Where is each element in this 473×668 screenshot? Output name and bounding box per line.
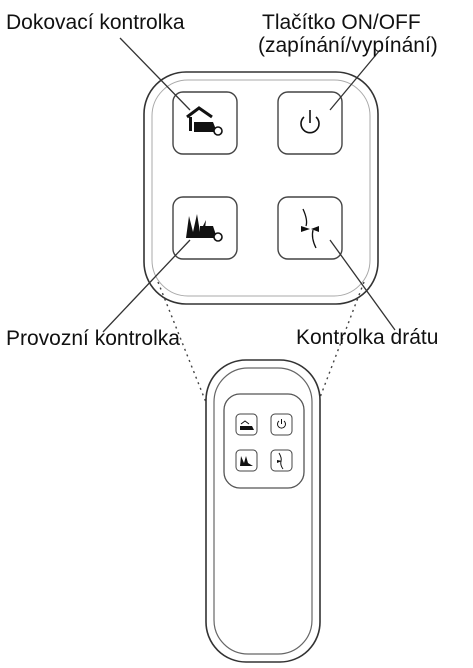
power-button-sublabel: (zapínání/vypínání) xyxy=(258,34,438,57)
mower-house-icon xyxy=(186,106,223,136)
operation-light-label: Provozní kontrolka xyxy=(6,327,180,350)
power-button[interactable] xyxy=(277,91,343,155)
power-button-label: Tlačítko ON/OFF xyxy=(262,11,421,34)
device-body xyxy=(205,359,321,663)
mower-grass-icon xyxy=(186,214,223,242)
docking-light-label: Dokovací kontrolka xyxy=(6,11,185,34)
power-icon xyxy=(300,110,320,134)
operation-light-button[interactable] xyxy=(172,196,238,260)
wire-light-label: Kontrolka drátu xyxy=(296,326,439,349)
leader-lines xyxy=(102,37,396,333)
wire-break-icon xyxy=(301,208,319,249)
docking-light-button[interactable] xyxy=(172,91,238,155)
wire-light-button[interactable] xyxy=(277,196,343,260)
